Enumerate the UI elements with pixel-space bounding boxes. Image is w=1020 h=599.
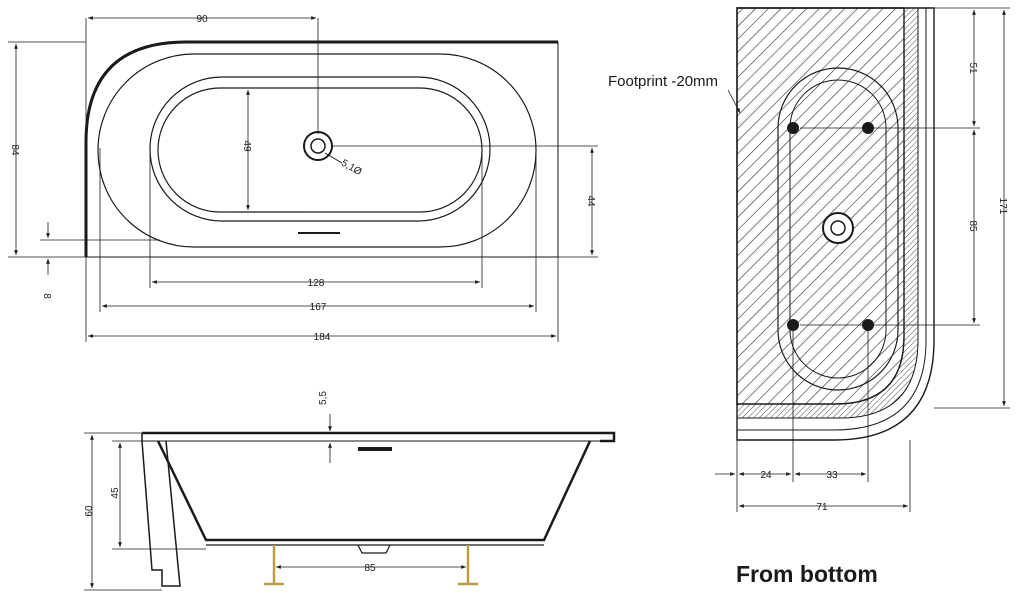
side-feet [264, 545, 478, 586]
drain-outer [303, 131, 333, 161]
side-drain-bump [357, 544, 391, 554]
bottom-inner-outline [737, 8, 927, 431]
dim-feet-y-spacing: 85 [967, 220, 978, 232]
side-view-dim-labels: 5,5 60 45 85 [84, 391, 376, 574]
dim-inner-width: 49 [241, 140, 252, 152]
dim-mid-length: 167 [310, 302, 327, 313]
top-view-dim-labels: 90 84 49 5,1Ø 44 8 128 167 184 [9, 14, 596, 343]
side-view [141, 431, 616, 587]
dim-depth-inner: 45 [110, 487, 121, 499]
drain-leader [324, 152, 343, 164]
dim-rim-height: 5,5 [318, 391, 329, 405]
dim-inner-length: 128 [308, 278, 325, 289]
tub-outer-outline [84, 40, 558, 257]
tub-outer-rim [86, 42, 559, 258]
side-view-dimensions [84, 414, 466, 591]
caption-from-bottom: From bottom [736, 561, 878, 587]
bottom-view [736, 7, 935, 441]
side-skirt [141, 433, 181, 587]
dim-feet-spacing: 85 [364, 563, 376, 574]
bottom-view-labels: Footprint -20mm 51 85 171 24 33 71 From … [608, 62, 1008, 587]
tub-basin-outline [149, 76, 491, 222]
bottom-drain-inner [830, 220, 846, 236]
foot-dot-bottom-left [787, 319, 799, 331]
top-view [84, 40, 559, 258]
side-rim [142, 431, 616, 443]
dim-depth: 84 [9, 144, 20, 156]
bottom-basin-outline [777, 67, 899, 391]
dim-total-width: 171 [997, 198, 1008, 215]
bottom-outer-outline [736, 7, 935, 441]
bottom-footprint [736, 7, 905, 405]
bottom-basin-inner [789, 79, 887, 379]
dim-total-length: 184 [314, 332, 331, 343]
side-basin-profile [156, 440, 592, 542]
dim-width-half: 90 [196, 14, 208, 25]
bottom-view-dimensions [715, 7, 1010, 512]
dim-rim-offset: 8 [41, 293, 52, 299]
dim-bottom-depth: 71 [816, 502, 828, 513]
label-footprint: Footprint -20mm [608, 73, 718, 90]
drain-inner [310, 138, 326, 154]
dim-offset-top: 51 [967, 62, 978, 74]
dim-drain-offset: 44 [585, 195, 596, 207]
top-view-dimensions [8, 16, 598, 342]
foot-dot-top-left [787, 122, 799, 134]
bottom-drain-outer [822, 212, 854, 244]
tub-inner-outline [157, 87, 483, 213]
dim-height-total: 60 [84, 505, 95, 517]
dim-offset-left: 24 [760, 470, 772, 481]
tub-rim-outline [97, 53, 537, 248]
dim-drain-diameter: 5,1Ø [339, 158, 363, 178]
dim-feet-x-spacing: 33 [826, 470, 838, 481]
